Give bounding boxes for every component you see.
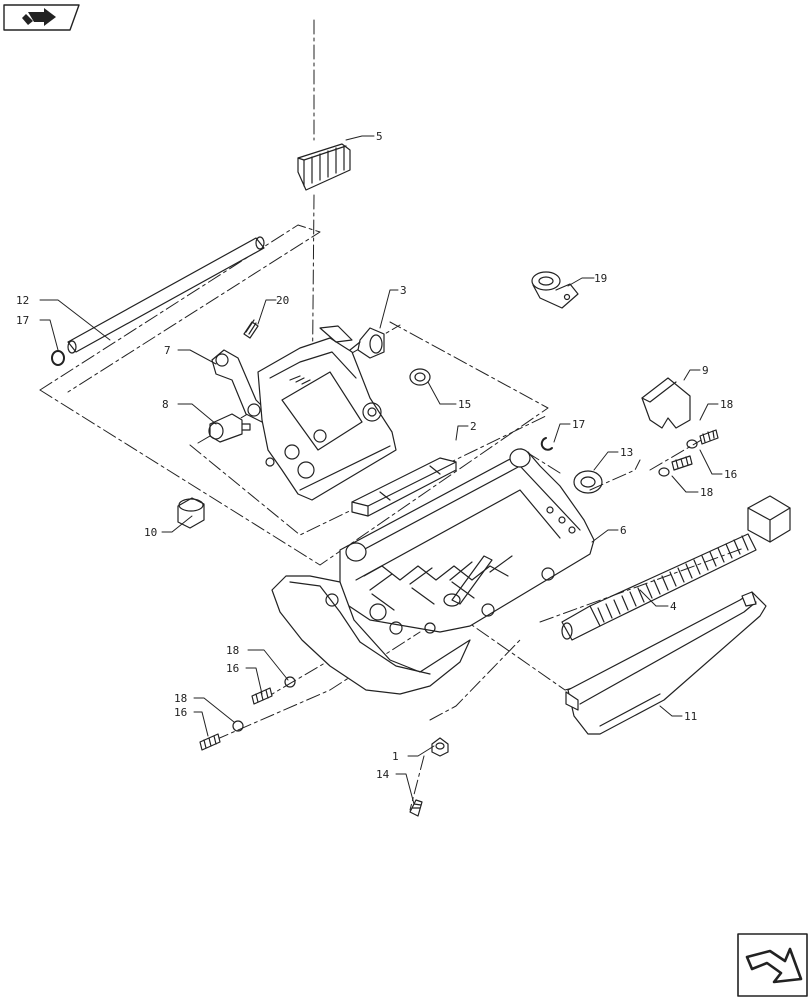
callout-16-left-upper: 16	[226, 662, 239, 675]
callout-18-right-upper: 18	[720, 398, 733, 411]
part-20-screw	[243, 319, 259, 339]
part-16-screw-left-lower	[199, 733, 221, 751]
callout-18-left-upper: 18	[226, 644, 239, 657]
callout-7: 7	[164, 344, 171, 357]
callout-9: 9	[702, 364, 709, 377]
part-15-washer	[409, 368, 431, 386]
part-17-ring-right	[540, 437, 553, 451]
callout-13: 13	[620, 446, 633, 459]
callout-4: 4	[670, 600, 677, 613]
part-9-clip	[641, 377, 691, 429]
part-16-screw-left-upper	[251, 687, 273, 705]
part-18-washer-right-lower	[658, 467, 670, 477]
callout-6: 6	[620, 524, 627, 537]
part-6-frame	[339, 448, 595, 634]
part-14-screw	[409, 799, 423, 817]
part-8-pin	[208, 413, 251, 443]
callout-12: 12	[16, 294, 29, 307]
callout-leaders	[39, 135, 723, 805]
callout-11: 11	[684, 710, 697, 723]
part-16-screw-right-lower	[671, 455, 693, 471]
callout-3: 3	[400, 284, 407, 297]
callout-labels: 5 19 20 3 12 17 7 9 8 15 18 2 17 13 16 1…	[16, 130, 737, 781]
part-18-washer-right-upper	[686, 439, 698, 449]
part-18-washer-left-lower	[232, 720, 244, 732]
callout-8: 8	[162, 398, 169, 411]
part-10-spacer	[177, 497, 205, 529]
back-arrow-icon	[22, 8, 56, 26]
callout-16-left-lower: 16	[174, 706, 187, 719]
back-navigation-button[interactable]	[3, 4, 80, 31]
part-19-clip	[531, 271, 579, 309]
callout-15: 15	[458, 398, 471, 411]
housing	[271, 575, 471, 695]
part-13-washer	[573, 470, 603, 494]
callout-19: 19	[594, 272, 607, 285]
next-page-icon	[745, 947, 803, 984]
callout-20: 20	[276, 294, 289, 307]
part-2-slide	[351, 457, 457, 517]
part-3-bushing	[349, 327, 385, 359]
part-1-nut	[431, 737, 449, 757]
callout-17-right: 17	[572, 418, 585, 431]
part-18-washer-left-upper	[284, 676, 296, 688]
part-17-ring-left	[51, 350, 65, 366]
part-5-rack	[297, 143, 351, 191]
callout-1: 1	[392, 750, 399, 763]
callout-5: 5	[376, 130, 383, 143]
callout-17-left: 17	[16, 314, 29, 327]
part-12-rod	[67, 236, 265, 354]
part-4-screw-rod	[561, 495, 791, 641]
callout-18-left-lower: 18	[174, 692, 187, 705]
callout-16-right: 16	[724, 468, 737, 481]
callout-10: 10	[144, 526, 157, 539]
callout-18-right-lower: 18	[700, 486, 713, 499]
callout-14: 14	[376, 768, 390, 781]
next-page-button[interactable]	[737, 933, 808, 997]
callout-2: 2	[470, 420, 477, 433]
bracket-assembly	[257, 325, 397, 501]
part-16-screw-right-upper	[699, 429, 719, 445]
part-11-handle	[565, 591, 767, 735]
